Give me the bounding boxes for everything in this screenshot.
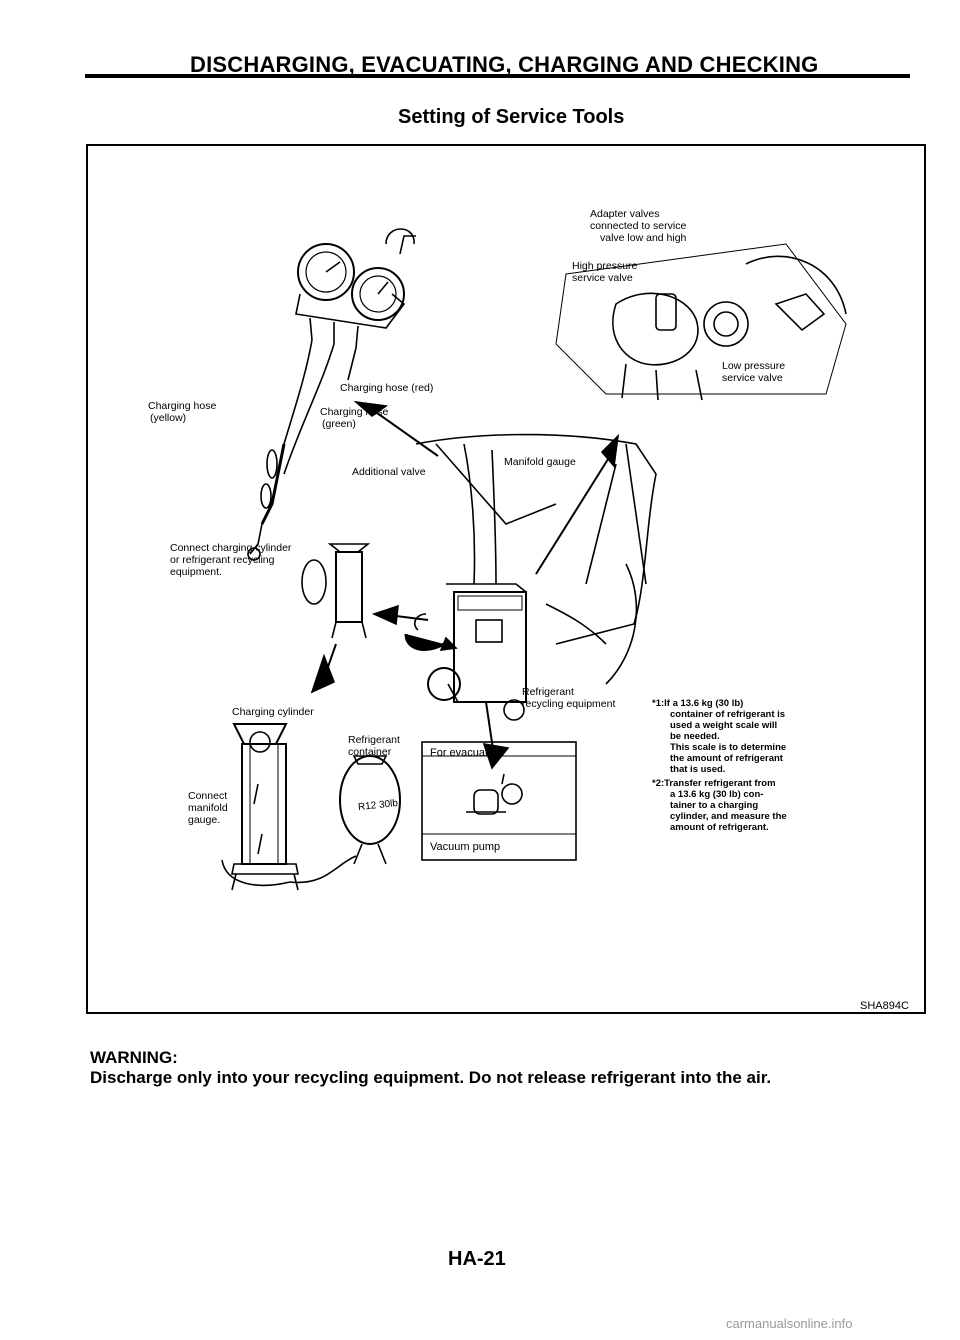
warning-heading: WARNING: — [90, 1048, 178, 1067]
label-manifold-gauge: Manifold gauge — [504, 456, 576, 468]
watermark-text: carmanualsonline.info — [726, 1316, 853, 1331]
label-charging-cylinder: Charging cylinder — [232, 706, 314, 718]
note-line-1: *1:If a 13.6 kg (30 lb) — [652, 698, 744, 709]
note-line-3: used a weight scale will — [670, 720, 778, 731]
label-adapter-valves-1: Adapter valves — [590, 208, 660, 220]
refrigerant-container-drawing — [289, 755, 401, 884]
label-high-pressure-1: High pressure — [572, 260, 638, 272]
label-vacuum-pump: Vacuum pump — [430, 841, 501, 853]
label-charging-hose-green: Charging hose — [320, 406, 389, 418]
label-low-pressure-2: service valve — [722, 372, 783, 384]
label-low-pressure-1: Low pressure — [722, 360, 786, 372]
flow-arrows — [310, 400, 620, 770]
note-line-11: cylinder, and measure the — [670, 811, 787, 822]
label-connect-cylinder-2: or refrigerant recycling — [170, 554, 275, 566]
label-refrigerant-container-2: container — [348, 746, 392, 758]
vacuum-pump-box — [421, 741, 577, 861]
label-connect-cylinder-3: equipment. — [170, 566, 222, 578]
note-line-4: be needed. — [670, 731, 720, 742]
page-header-title: DISCHARGING, EVACUATING, CHARGING AND CH… — [190, 52, 819, 77]
section-title: Setting of Service Tools — [398, 106, 625, 128]
note-line-9: a 13.6 kg (30 lb) con- — [670, 789, 764, 800]
label-charging-hose-yellow-color: (yellow) — [150, 412, 187, 424]
label-connect-manifold-1: Connect — [188, 790, 228, 802]
label-for-evacuation: For evacuation — [430, 747, 503, 759]
label-refrigerant-recycling-2: recycling equipment — [522, 698, 616, 710]
label-charging-hose-red: Charging hose (red) — [340, 382, 434, 394]
label-connect-manifold-3: gauge. — [188, 814, 221, 826]
page-number: HA-21 — [448, 1248, 506, 1270]
note-line-7: that is used. — [670, 764, 726, 775]
label-charging-hose-green-color: (green) — [322, 418, 356, 430]
warning-text: Discharge only into your recycling equip… — [90, 1068, 772, 1087]
charging-cylinder-drawing — [221, 723, 299, 891]
label-connect-manifold-2: manifold — [188, 802, 228, 814]
label-refrigerant-recycling-1: Refrigerant — [522, 686, 574, 698]
figure-code: SHA894C — [860, 1000, 909, 1012]
note-line-8: *2:Transfer refrigerant from — [652, 778, 776, 789]
note-line-6: the amount of refrigerant — [670, 753, 783, 764]
label-refrigerant-container-1: Refrigerant — [348, 734, 400, 746]
label-high-pressure-2: service valve — [572, 272, 633, 284]
header-rule — [85, 74, 910, 78]
vehicle-trunk-drawing — [415, 433, 657, 685]
label-adapter-valves-3: valve low and high — [600, 232, 687, 244]
note-line-2: container of refrigerant is — [670, 709, 786, 720]
label-connect-cylinder-1: Connect charging cylinder — [170, 542, 292, 554]
label-additional-valve: Additional valve — [352, 466, 426, 478]
adapter-valves-drawing — [555, 243, 847, 401]
figure-frame — [86, 144, 926, 1014]
service-tools-illustration — [221, 228, 847, 891]
note-line-5: This scale is to determine — [670, 742, 787, 753]
recycling-equipment-drawing — [414, 443, 527, 721]
note-line-10: tainer to a charging — [670, 800, 759, 811]
label-adapter-valves-2: connected to service — [590, 220, 687, 232]
label-charging-hose-yellow: Charging hose — [148, 400, 217, 412]
small-cylinder-drawing — [301, 543, 371, 639]
note-line-12: amount of refrigerant. — [670, 822, 769, 833]
manifold-gauge-drawing — [247, 228, 416, 561]
